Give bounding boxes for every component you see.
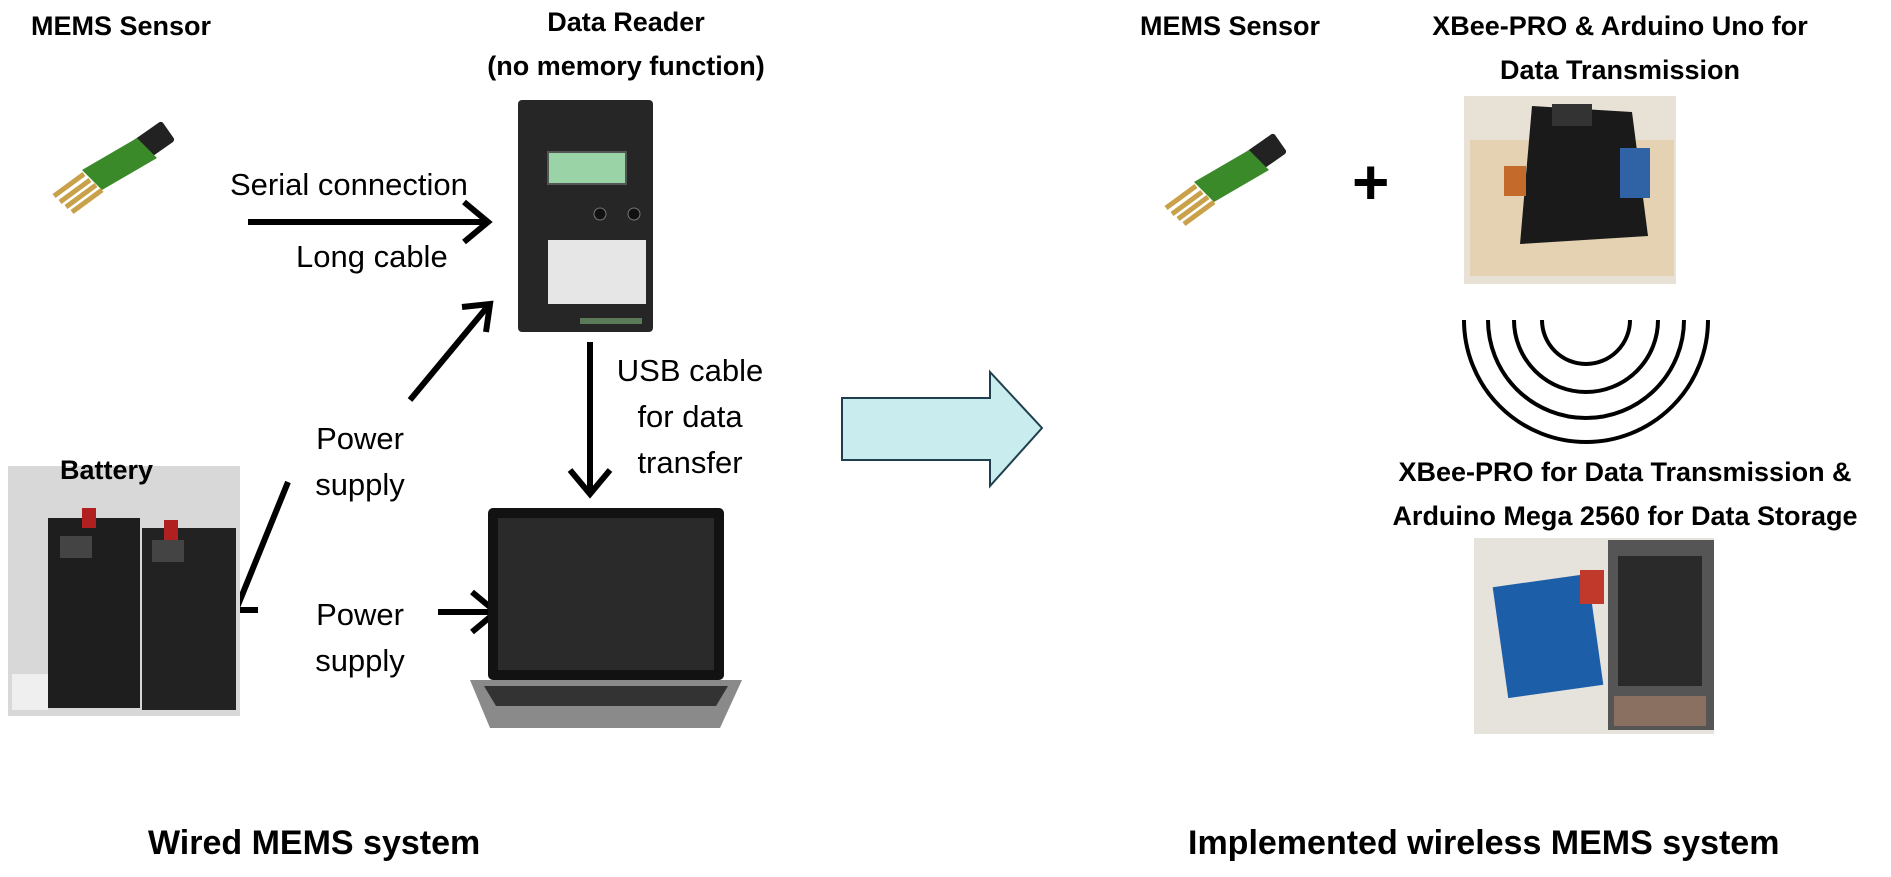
power-connector-line [231,480,291,613]
usb-cable-arrow [567,342,613,499]
battery-title: Battery [60,455,154,485]
power-label-2b: supply [315,643,405,678]
transition-arrow [841,369,1044,489]
power-label-1b: supply [315,467,405,502]
wireless-signal-icon [1462,319,1710,444]
xbee-mega-photo [1474,538,1714,734]
power-arrow-reader [407,300,494,402]
plus-sign: + [1352,146,1390,218]
usb-label-2: for data [637,399,743,434]
power-label-1a: Power [316,421,404,456]
left-sensor-title: MEMS Sensor [31,11,212,41]
serial-connection-arrow [248,199,493,245]
wired-caption: Wired MEMS system [148,824,481,862]
laptop-icon [470,508,742,728]
xbee-uno-photo [1464,96,1676,284]
usb-label-3: transfer [637,445,743,480]
xbee-uno-title-1: XBee-PRO & Arduino Uno for [1432,11,1808,41]
battery-photo [8,466,240,716]
xbee-mega-title-1: XBee-PRO for Data Transmission & [1398,457,1852,487]
mems-sensor-icon-right [1166,133,1287,224]
data-reader-device [518,100,653,332]
wireless-caption: Implemented wireless MEMS system [1188,824,1780,862]
long-cable-label: Long cable [296,239,448,274]
xbee-uno-title-2: Data Transmission [1499,55,1741,85]
mems-sensor-icon [54,121,175,212]
power-arrow-laptop [438,589,501,635]
xbee-mega-title-2: Arduino Mega 2560 for Data Storage [1392,501,1858,531]
usb-label-1: USB cable [616,353,764,388]
serial-connection-label: Serial connection [230,167,468,202]
reader-title-1: Data Reader [547,7,705,37]
right-sensor-title: MEMS Sensor [1140,11,1321,41]
power-label-2a: Power [316,597,404,632]
reader-title-2: (no memory function) [487,51,765,81]
